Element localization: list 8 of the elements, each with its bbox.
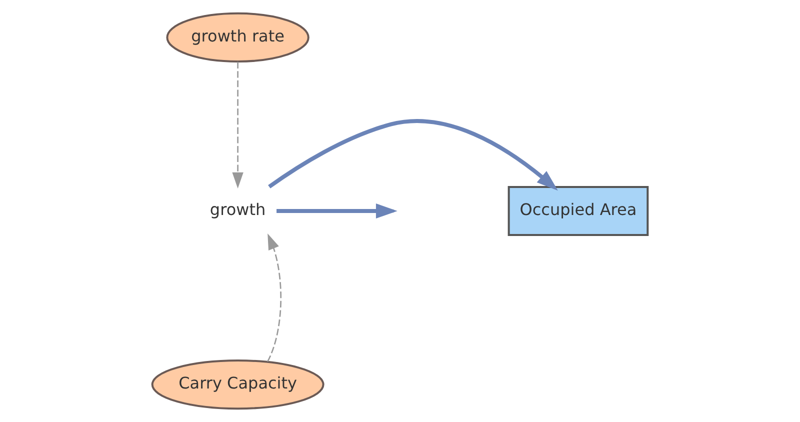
arrow: [276, 204, 398, 218]
arrow: [268, 119, 558, 191]
node-box: Occupied Area: [508, 186, 649, 236]
node-text: growth: [210, 200, 266, 220]
node-ellipse: growth rate: [166, 12, 310, 62]
node-ellipse: Carry Capacity: [151, 360, 324, 410]
arrow: [267, 234, 282, 362]
arrow: [232, 62, 244, 188]
